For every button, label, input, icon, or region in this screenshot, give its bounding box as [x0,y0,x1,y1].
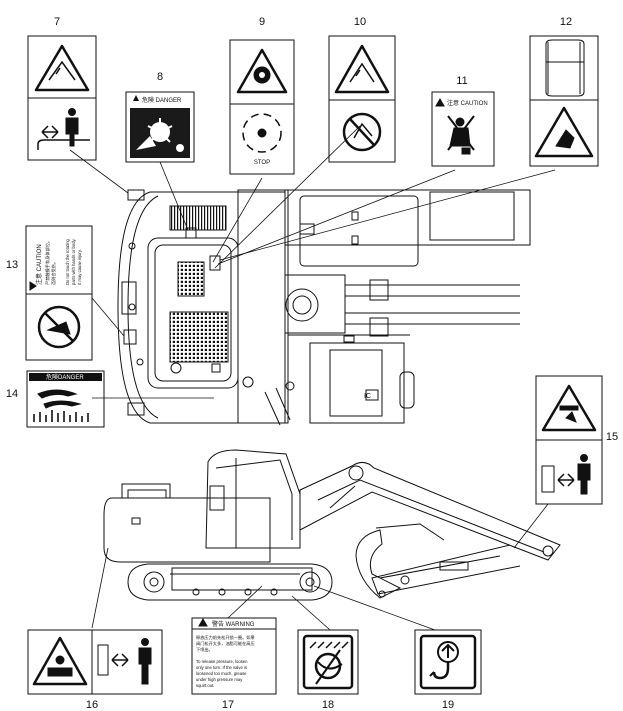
leader-lines-side [91,503,549,631]
label-19-number: 19 [442,699,454,711]
label-9-number: 9 [259,16,265,28]
label-16-number: 16 [86,699,98,711]
label-13-cn-line2: 否则会受伤。 [50,260,57,285]
leader-lines-top [69,125,556,399]
label-17-en-line5: squirt out. [196,683,214,688]
label-8-danger-text: 危険 DANGER [142,96,182,104]
label-7-number: 7 [54,16,60,28]
label-10-decal [328,35,396,163]
label-13-text-block: 注意 CAUTION 严禁触摸手和身体部位。 否则会受伤。 Do not tou… [35,238,82,285]
label-17-cn-line1: 释放压力前先松开锁一圈。如果 [196,634,255,641]
label-13-en-line3: It may cause injury. [77,249,82,285]
label-13-en-line1: Do not touch the rotating [65,238,70,285]
label-11-decal [431,91,495,167]
label-16-decal [27,629,163,695]
label-8-decal [125,91,195,163]
label-15-number: 15 [606,431,618,443]
label-14-danger-text: 危険DANGER [46,373,84,381]
label-18-decal [297,629,359,695]
machine-top-view [117,189,531,426]
label-13-number: 13 [6,259,18,271]
cab-ic-label: IC [364,393,371,400]
label-13-decal [25,225,93,361]
label-17-cn-line2: 阀门松开太多，油脂可能在高压 [196,640,255,647]
label-13-caution-text: 注意 CAUTION [35,244,43,285]
label-7-decal [27,35,97,161]
label-14-number: 14 [6,388,18,400]
label-12-decal [529,35,599,167]
label-19-decal [414,629,482,695]
label-13-cn-line1: 严禁触摸手和身体部位。 [44,239,51,285]
label-12-number: 12 [560,16,572,28]
label-11-number: 11 [456,75,467,87]
label-17-number: 17 [222,699,234,711]
label-17-decal [191,617,277,695]
label-18-number: 18 [322,699,334,711]
label-9-stop-text: STOP [254,160,270,166]
label-8-number: 8 [157,71,163,83]
label-17-cn-line3: 下喷出。 [196,646,213,653]
label-14-decal [26,370,105,428]
label-17-en-line2: only one turn. If the valve is [196,665,247,670]
label-17-text-block: 释放压力前先松开锁一圈。如果 阀门松开太多，油脂可能在高压 下喷出。 To re… [196,634,255,688]
label-15-decal [535,375,603,505]
label-10-number: 10 [354,16,366,28]
label-17-en-line4: under high pressure may [196,677,243,682]
label-17-en-line3: loosened too much, grease [196,671,247,676]
label-17-en-line1: To release pressure, loosen [196,659,248,664]
machine-side-view [103,449,561,601]
label-11-caution-text: 注意 CAUTION [447,99,488,107]
label-13-en-line2: parts with hands or body. [71,238,76,285]
label-9-decal [229,39,295,175]
label-17-warning-text: 警告 WARNING [212,620,255,628]
